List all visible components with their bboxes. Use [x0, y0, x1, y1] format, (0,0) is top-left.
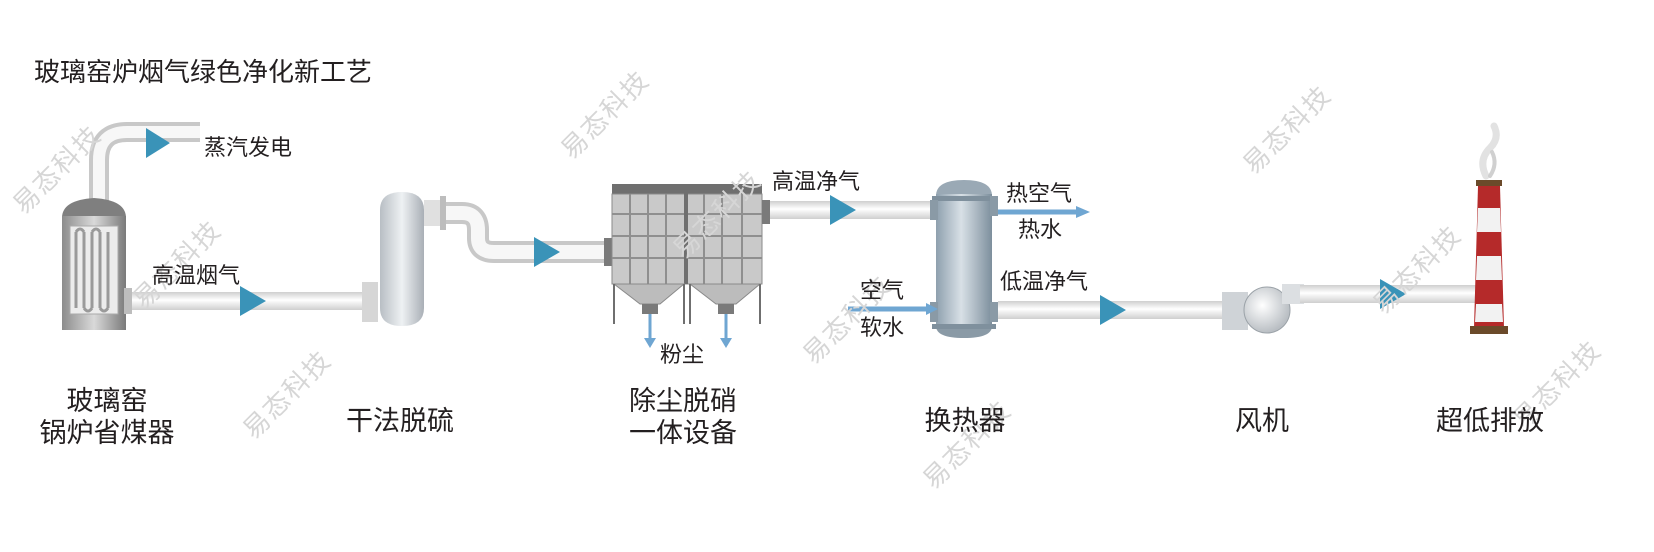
fan-unit — [1222, 284, 1304, 334]
label-high-temp-clean-gas: 高温净气 — [772, 170, 861, 195]
label-fan: 风机 — [1235, 406, 1289, 437]
arrow-desulfurized-icon — [534, 237, 560, 267]
label-air: 空气 — [860, 279, 905, 304]
label-desulfurization: 干法脱硫 — [346, 406, 454, 437]
arrow-low-temp-gas-icon — [1100, 295, 1126, 325]
dust-outlet-lines — [644, 314, 732, 348]
label-economizer: 玻璃窑 锅炉省煤器 — [32, 386, 182, 451]
label-high-temp-flue-gas: 高温烟气 — [152, 264, 241, 289]
economizer-boiler — [62, 198, 126, 330]
steam-pipe — [89, 122, 200, 210]
label-hot-water: 热水 — [1018, 218, 1063, 243]
hot-air-water-outlets — [998, 206, 1090, 218]
label-low-temp-clean-gas: 低温净气 — [1000, 270, 1089, 295]
label-economizer-line2: 锅炉省煤器 — [39, 418, 175, 450]
arrow-emission-icon — [1380, 279, 1406, 309]
pipe-desulfurized-gas — [446, 202, 608, 263]
label-steam-power: 蒸汽发电 — [204, 136, 293, 161]
label-dust-denitration-line2: 一体设备 — [629, 418, 737, 450]
label-economizer-line1: 玻璃窑 — [66, 386, 148, 417]
label-dust-denitration-line1: 除尘脱硝 — [629, 386, 737, 417]
label-dust-denitration: 除尘脱硝 一体设备 — [608, 386, 758, 451]
chimney — [1470, 122, 1508, 334]
desulfurization-tower — [362, 192, 446, 326]
label-hot-air: 热空气 — [1006, 182, 1073, 207]
arrow-clean-gas-icon — [830, 195, 856, 225]
diagram-title: 玻璃窑炉烟气绿色净化新工艺 — [34, 58, 373, 88]
heat-exchanger-unit — [930, 180, 998, 338]
arrow-flue-gas-icon — [240, 286, 266, 316]
dust-denitration-unit — [611, 184, 763, 324]
arrow-steam-icon — [146, 128, 170, 158]
label-dust: 粉尘 — [660, 343, 705, 368]
air-water-inlets — [848, 303, 938, 315]
label-heat-exchanger: 换热器 — [924, 406, 1006, 437]
label-soft-water: 软水 — [860, 316, 905, 341]
label-ultra-low-emission: 超低排放 — [1436, 406, 1544, 437]
